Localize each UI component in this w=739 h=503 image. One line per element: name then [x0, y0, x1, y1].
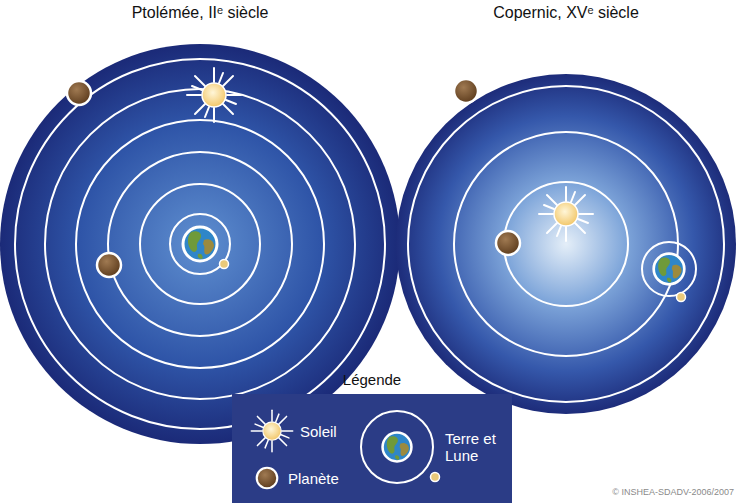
- legend-text: Soleil: [300, 423, 337, 440]
- legend-text: Planète: [288, 470, 339, 487]
- legend-box: [232, 394, 512, 503]
- copyright-note: © INSHEA-SDADV-2006/2007: [612, 487, 734, 497]
- copernicus-system: [396, 74, 736, 414]
- diagram-title: Copernic, XVᵉ siècle: [493, 4, 639, 22]
- legend-heading: Légende: [343, 371, 401, 388]
- legend-text: Terre et Lune: [445, 430, 503, 465]
- ptolemy-system: [0, 44, 400, 444]
- diagram-title: Ptolémée, IIᵉ siècle: [132, 4, 269, 22]
